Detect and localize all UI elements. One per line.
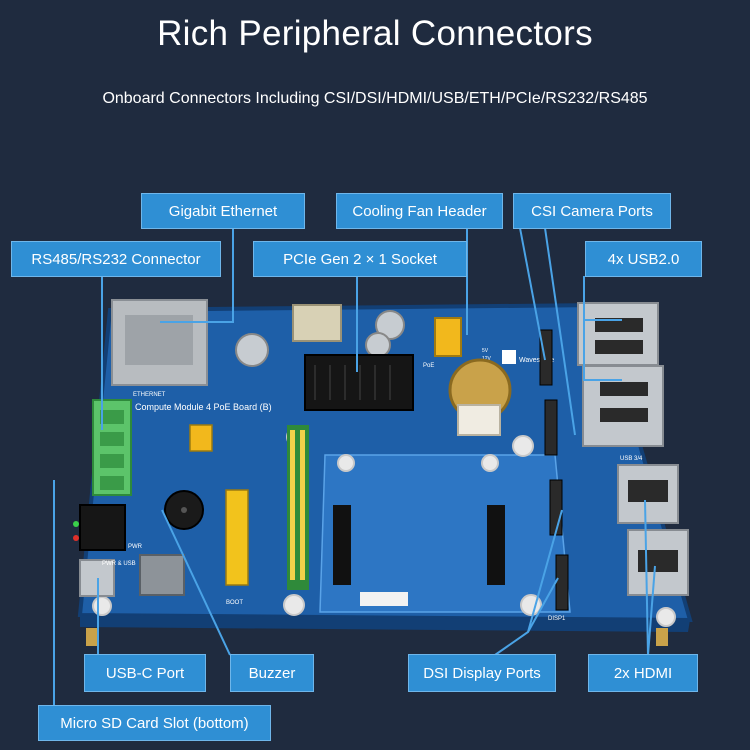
pwr-silkscreen: PWR: [128, 544, 143, 550]
capacitor-2: [375, 310, 405, 340]
standoff-left: [86, 628, 98, 646]
disp1-silkscreen: DISP1: [548, 616, 566, 622]
v5-silkscreen: 5V: [482, 348, 489, 354]
dsi-display-ports-label: DSI Display Ports: [408, 654, 556, 692]
pcie-socket: [304, 354, 414, 411]
capacitor-1: [235, 333, 269, 367]
white-label: [360, 592, 408, 606]
brand-silkscreen: Waveshare: [519, 357, 554, 364]
battery-connector: [457, 404, 501, 436]
page-subtitle: Onboard Connectors Including CSI/DSI/HDM…: [102, 90, 648, 107]
buzzer-label: Buzzer: [230, 654, 314, 692]
boot-header: [225, 489, 249, 586]
ethernet-silkscreen: ETHERNET: [133, 392, 166, 398]
cooling-fan-header-label: Cooling Fan Header: [336, 193, 503, 229]
poe-silkscreen: PoE: [423, 363, 434, 369]
page-title: Rich Peripheral Connectors: [157, 14, 593, 53]
csi-camera-ports-label: CSI Camera Ports: [513, 193, 671, 229]
led-red: [73, 535, 79, 541]
fan-header: [434, 317, 462, 357]
boot-silkscreen: BOOT: [226, 600, 243, 606]
pcb-edge: [80, 615, 690, 632]
v12-silkscreen: 12V: [482, 356, 492, 362]
inductor: [139, 554, 185, 596]
led-green: [73, 521, 79, 527]
board-name-silkscreen: Compute Module 4 PoE Board (B): [135, 402, 272, 412]
waveshare-logo: [502, 350, 516, 364]
usb-port-top: [577, 302, 659, 366]
fpc-connectors: [539, 329, 569, 611]
usb2-label: 4x USB2.0: [585, 241, 702, 277]
poe-transformer: [292, 304, 342, 342]
power-jack: [79, 504, 126, 551]
usb34-silkscreen: USB 3/4: [620, 456, 643, 462]
pwr-usb-silkscreen: PWR & USB: [102, 561, 136, 567]
rs485-rs232-connector-label: RS485/RS232 Connector: [11, 241, 221, 277]
cm4-connector-right: [487, 505, 505, 585]
jumper-header: [189, 424, 213, 452]
usb-c-port-label: USB-C Port: [84, 654, 206, 692]
cm4-connector-left: [333, 505, 351, 585]
hdmi-label: 2x HDMI: [588, 654, 698, 692]
micro-sd-card-slot-label: Micro SD Card Slot (bottom): [38, 705, 271, 741]
gigabit-ethernet-label: Gigabit Ethernet: [141, 193, 305, 229]
pcie-socket-label: PCIe Gen 2 × 1 Socket: [253, 241, 467, 277]
standoff-right: [656, 628, 668, 646]
cm4-area: [319, 454, 571, 613]
